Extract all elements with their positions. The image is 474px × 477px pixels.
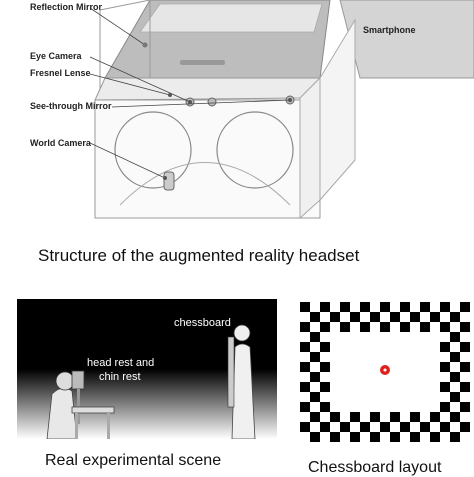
- chess-square: [440, 322, 450, 332]
- chess-square: [320, 342, 330, 352]
- chess-square: [360, 322, 370, 332]
- chess-square: [400, 422, 410, 432]
- scene-caption: Real experimental scene: [45, 452, 222, 469]
- chess-square: [330, 312, 340, 322]
- chessboard-layout: [300, 302, 470, 442]
- chess-square: [460, 342, 470, 352]
- chess-square: [320, 422, 330, 432]
- chess-square: [310, 352, 320, 362]
- chess-square: [440, 402, 450, 412]
- chess-square: [420, 322, 430, 332]
- chess-square: [320, 302, 330, 312]
- chess-square: [430, 412, 440, 422]
- world-camera-shape: [163, 171, 175, 191]
- headset-diagram: [89, 0, 474, 220]
- chess-square: [300, 422, 310, 432]
- chess-square: [410, 312, 420, 322]
- chess-square: [450, 412, 460, 422]
- chess-square: [450, 392, 460, 402]
- chess-square: [310, 412, 320, 422]
- chess-square: [380, 302, 390, 312]
- chess-square: [340, 302, 350, 312]
- chess-square: [320, 402, 330, 412]
- chess-square: [450, 372, 460, 382]
- left-lens: [114, 111, 192, 189]
- chess-square: [390, 432, 400, 442]
- chess-square: [300, 362, 310, 372]
- label-smartphone: Smartphone: [363, 25, 416, 35]
- chess-square: [450, 332, 460, 342]
- smartphone-shape: [339, 0, 474, 79]
- chess-square: [440, 382, 450, 392]
- chess-square: [300, 342, 310, 352]
- chess-square: [320, 362, 330, 372]
- label-world-camera: World Camera: [30, 138, 91, 148]
- chess-square: [350, 312, 360, 322]
- chess-square: [310, 312, 320, 322]
- chess-square: [420, 302, 430, 312]
- chess-square: [320, 382, 330, 392]
- chess-square: [330, 432, 340, 442]
- chess-square: [440, 422, 450, 432]
- chess-square: [460, 302, 470, 312]
- scene-label-chessboard: chessboard: [174, 317, 231, 329]
- chess-square: [310, 332, 320, 342]
- chess-square: [400, 322, 410, 332]
- chess-square: [460, 402, 470, 412]
- chess-square: [330, 412, 340, 422]
- eye-camera-right: [207, 97, 217, 107]
- chess-square: [380, 322, 390, 332]
- chess-square: [440, 342, 450, 352]
- chess-square: [380, 422, 390, 432]
- label-fresnel-lense: Fresnel Lense: [30, 68, 91, 78]
- chess-square: [450, 352, 460, 362]
- chess-square: [340, 422, 350, 432]
- experimental-scene-photo: chessboard head rest and chin rest: [17, 299, 277, 439]
- chess-square: [370, 412, 380, 422]
- chess-square: [430, 432, 440, 442]
- chess-square: [440, 302, 450, 312]
- chess-square: [300, 382, 310, 392]
- scene-label-headrest-2: chin rest: [99, 371, 141, 383]
- chess-square: [350, 432, 360, 442]
- scene-label-headrest-1: head rest and: [87, 357, 155, 369]
- target-center: [383, 368, 387, 372]
- chess-square: [370, 312, 380, 322]
- right-lens: [216, 111, 294, 189]
- label-dot-reflection: [142, 42, 148, 48]
- chessboard-caption: Chessboard layout: [308, 459, 442, 476]
- chess-square: [300, 322, 310, 332]
- chess-square: [460, 322, 470, 332]
- chess-square: [310, 372, 320, 382]
- chess-square: [340, 322, 350, 332]
- chess-square: [300, 402, 310, 412]
- chess-square: [460, 362, 470, 372]
- chess-square: [310, 432, 320, 442]
- chess-square: [430, 312, 440, 322]
- chess-square: [460, 422, 470, 432]
- label-reflection-mirror: Reflection Mirror: [30, 2, 103, 12]
- chess-square: [360, 422, 370, 432]
- chess-square: [410, 432, 420, 442]
- chess-square: [350, 412, 360, 422]
- scene-illustration: [17, 324, 277, 439]
- chess-square: [450, 312, 460, 322]
- chess-square: [320, 322, 330, 332]
- chess-square: [370, 432, 380, 442]
- chess-square: [300, 302, 310, 312]
- chess-square: [400, 302, 410, 312]
- headset-caption: Structure of the augmented reality heads…: [38, 246, 360, 265]
- chess-square: [420, 422, 430, 432]
- chess-square: [310, 392, 320, 402]
- chess-square: [460, 382, 470, 392]
- chess-square: [450, 432, 460, 442]
- chess-square: [390, 412, 400, 422]
- chess-square: [410, 412, 420, 422]
- chess-square: [440, 362, 450, 372]
- chess-square: [360, 302, 370, 312]
- label-see-through-mirror: See-through Mirror: [30, 101, 112, 111]
- label-eye-camera: Eye Camera: [30, 51, 82, 61]
- chess-square: [390, 312, 400, 322]
